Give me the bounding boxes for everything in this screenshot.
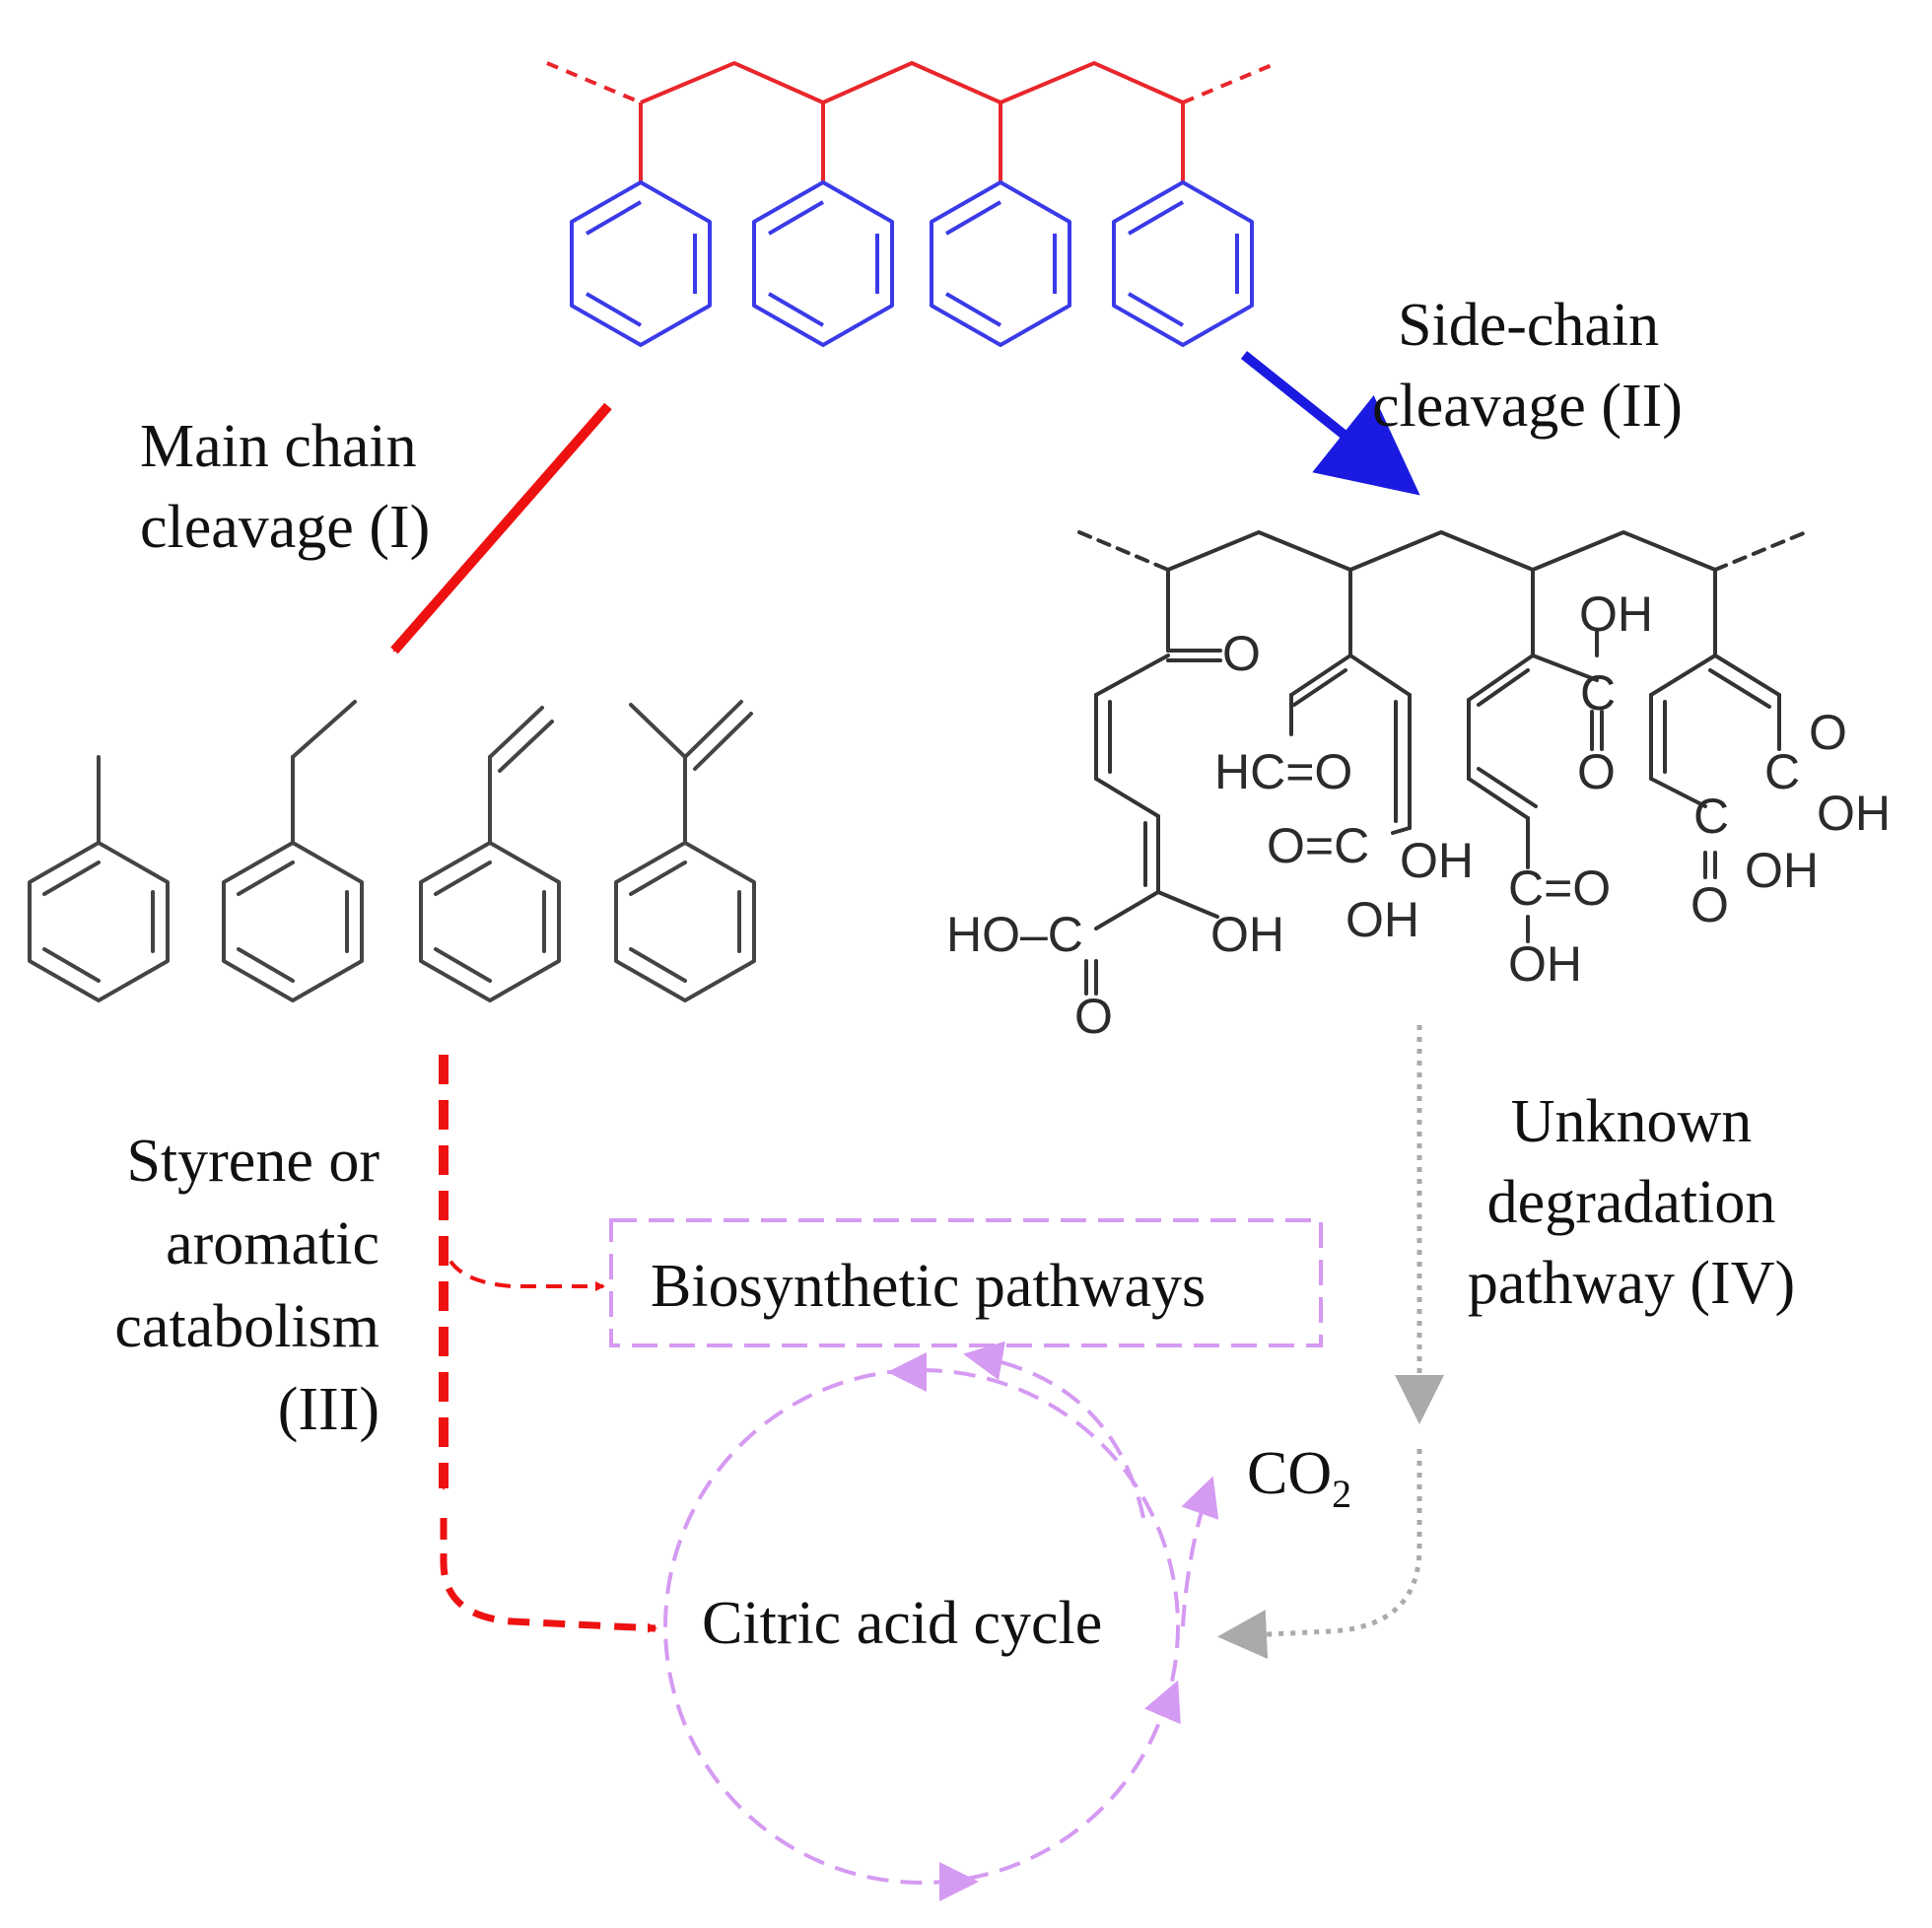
hco-label: HC=O xyxy=(1214,744,1352,799)
aromatic-label-line1: Styrene or xyxy=(126,1128,380,1195)
oh-right-low-label: OH xyxy=(1745,843,1819,898)
co2-subscript: 2 xyxy=(1332,1472,1351,1516)
main-chain-label-line2: cleavage (I) xyxy=(140,494,430,561)
c-right-top-label: C xyxy=(1764,744,1800,799)
unknown-label-line3: pathway (IV) xyxy=(1468,1250,1795,1317)
oh-mid-label: OH xyxy=(1400,833,1474,888)
citric-acid-cycle-label: Citric acid cycle xyxy=(702,1590,1102,1657)
o-right-top-label: O xyxy=(1809,705,1847,760)
polystyrene-structure xyxy=(546,60,1277,347)
c-right-low-label: C xyxy=(1693,789,1729,844)
o-under-c-label: O xyxy=(1577,744,1616,799)
unknown-pathway xyxy=(1217,1025,1444,1660)
oxidized-polymer-labels: O OH C O HC=O O=C OH OH C=O OH O C OH C … xyxy=(946,586,1891,1044)
polystyrene-backbone xyxy=(546,60,1277,182)
aromatic-label-line2: aromatic xyxy=(166,1210,380,1277)
polystyrene-phenyl-rings xyxy=(570,180,1254,347)
co2-main: CO xyxy=(1247,1440,1332,1507)
tca-arrowhead-right xyxy=(1144,1680,1181,1725)
gray-dotted-to-tca-arrow xyxy=(1217,1449,1422,1660)
side-chain-label-line1: Side-chain xyxy=(1398,292,1659,359)
c-eq-o-label: C=O xyxy=(1508,861,1611,916)
aromatic-catabolism-pathway xyxy=(439,1055,657,1633)
red-dashed-to-tca xyxy=(440,1518,657,1633)
c-top-label: C xyxy=(1580,665,1616,721)
ketone-o-label: O xyxy=(1222,626,1261,681)
oh-bottom-label: OH xyxy=(1508,936,1582,992)
co2-label: CO2 xyxy=(1247,1440,1351,1516)
oh-right-top-label: OH xyxy=(1817,786,1891,841)
unknown-label-line2: degradation xyxy=(1487,1169,1776,1236)
unknown-label-line1: Unknown xyxy=(1511,1088,1753,1155)
tca-to-co2-arrow xyxy=(1181,1476,1219,1627)
side-chain-arrow xyxy=(1240,351,1420,496)
oh-left-label: OH xyxy=(1210,907,1284,962)
red-dashed-to-biosynthetic xyxy=(442,1236,605,1291)
oxidized-polymer-structure xyxy=(1077,530,1808,996)
aromatic-label-line4: (III) xyxy=(278,1376,380,1443)
ethylbenzene-structure xyxy=(222,700,364,1002)
styrene-structure xyxy=(419,706,561,1002)
biosynthetic-label: Biosynthetic pathways xyxy=(651,1253,1206,1320)
aromatic-label-line3: catabolism xyxy=(114,1293,380,1360)
main-chain-label-line1: Main chain xyxy=(140,413,417,480)
aromatic-products xyxy=(28,700,756,1002)
tca-to-biosynthetic-arrow xyxy=(963,1341,1145,1519)
ho-c-label: HO–C xyxy=(946,907,1083,962)
citric-acid-cycle xyxy=(663,1341,1219,1901)
o-right-low-label: O xyxy=(1690,877,1729,932)
main-chain-arrow xyxy=(390,402,612,654)
side-chain-label-line2: cleavage (II) xyxy=(1372,373,1683,440)
toluene-structure xyxy=(28,755,170,1002)
biosynthetic-box xyxy=(609,1218,1323,1347)
oh-under-label: OH xyxy=(1346,892,1419,947)
oh-top-label: OH xyxy=(1579,586,1653,642)
methylstyrene-structure xyxy=(614,700,756,1002)
o-eq-c-label: O=C xyxy=(1267,818,1369,873)
o-bottom-label: O xyxy=(1074,989,1113,1044)
